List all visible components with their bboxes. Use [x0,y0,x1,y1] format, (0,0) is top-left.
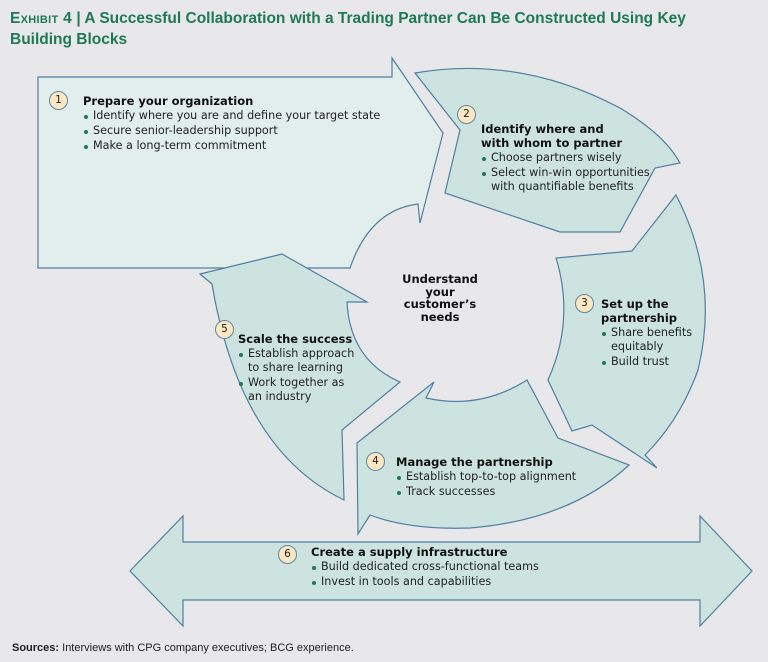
block-4-arrow [356,379,631,537]
block-4-number-badge: 4 [366,452,385,471]
block-6-double-arrow [129,514,753,628]
sources-label: Sources: [12,642,60,654]
bullet-item: Choose partners wisely [481,151,661,165]
bullet-item: Select win-win opportunities with quanti… [481,166,651,194]
block-2-number-badge: 2 [457,105,476,124]
block-3-content: Set up the partnership Share benefits eq… [601,297,701,369]
bullet-item: Build dedicated cross-functional teams [311,560,539,574]
block-2-content: Identify where and with whom to partner … [481,122,661,194]
sources-note: Sources: Interviews with CPG company exe… [12,642,354,654]
block-3-bullets: Share benefits equitably Build trust [601,326,701,369]
heading-line: partnership [601,311,678,325]
exhibit-label: Exhibit 4 [10,10,73,27]
block-5-content: Scale the success Establish approach to … [238,332,368,404]
block-5-number-badge: 5 [215,320,234,339]
center-line: your [425,284,455,299]
bullet-item: Share benefits equitably [601,326,699,354]
center-line: Understand [402,272,478,286]
block-5-heading: Scale the success [238,332,353,346]
title-text: A Successful Collaboration with a Tradin… [10,10,686,48]
block-6-number-badge: 6 [278,545,297,564]
block-4-heading: Manage the partnership [396,455,553,469]
center-line: needs [420,309,460,324]
bullet-item: Track successes [396,485,576,499]
bullet-item: Invest in tools and capabilities [311,575,539,589]
block-2-heading: Identify where and with whom to partner [481,122,661,150]
block-3-heading: Set up the partnership [601,297,701,325]
block-2-bullets: Choose partners wisely Select win-win op… [481,151,661,194]
block-4-content: Manage the partnership Establish top-to-… [396,455,576,499]
block-2-arrow [413,67,681,233]
block-1-content: Prepare your organization Identify where… [83,94,380,153]
bullet-item: Establish approach to share learning [238,347,363,375]
block-1-arrow [37,56,444,269]
heading-line: Identify where and [481,122,604,136]
block-1-heading: Prepare your organization [83,94,254,108]
heading-line: Set up the [601,297,669,311]
block-1-number-badge: 1 [49,91,68,110]
bullet-item: Work together as an industry [238,376,353,404]
bullet-item: Establish top-to-top alignment [396,470,576,484]
center-text: Understand your customer’s needs [400,273,480,323]
block-6-bullets: Build dedicated cross-functional teams I… [311,560,539,589]
sources-text: Interviews with CPG company executives; … [59,642,354,654]
center-line: customer’s [403,297,477,311]
bullet-item: Secure senior-leadership support [83,124,380,138]
bullet-item: Build trust [601,355,701,369]
title-separator: | [76,10,81,27]
block-3-number-badge: 3 [575,294,594,313]
block-4-bullets: Establish top-to-top alignment Track suc… [396,470,576,499]
heading-line: with whom to partner [481,136,623,150]
exhibit-title: Exhibit 4 | A Successful Collaboration w… [10,8,750,50]
bullet-item: Make a long-term commitment [83,139,380,153]
block-6-content: Create a supply infrastructure Build ded… [311,545,539,589]
block-1-bullets: Identify where you are and define your t… [83,109,380,153]
bullet-item: Identify where you are and define your t… [83,109,380,123]
block-3-arrow [547,193,706,469]
block-5-bullets: Establish approach to share learning Wor… [238,347,368,404]
block-5-arrow [198,253,402,501]
block-6-heading: Create a supply infrastructure [311,545,508,559]
